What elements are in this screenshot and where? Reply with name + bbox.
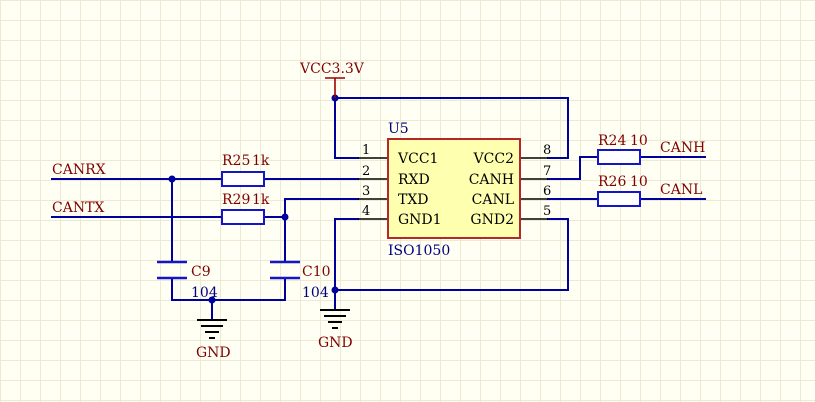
pin-number: 7 xyxy=(543,164,551,179)
chip-designator: U5 xyxy=(388,121,409,137)
chip-part-number: ISO1050 xyxy=(388,243,450,259)
ground-symbol-left: GND xyxy=(196,319,231,361)
wire-vcc xyxy=(334,97,569,159)
pin-name: RXD xyxy=(398,172,430,188)
gnd-right-label: GND xyxy=(318,335,353,351)
junction-dot xyxy=(331,286,339,294)
pin-name: VCC1 xyxy=(397,151,438,167)
r26-value: 10 xyxy=(630,174,648,190)
resistor-r29: R29 1k xyxy=(221,192,270,225)
pin-name: CANL xyxy=(472,192,514,208)
pin-name: GND1 xyxy=(398,212,442,228)
canrx-net-label: CANRX xyxy=(52,162,106,178)
c10-value: 104 xyxy=(302,285,329,301)
capacitor-c10: C10 104 xyxy=(270,260,331,301)
junction-dot xyxy=(208,296,216,304)
pin-number: 5 xyxy=(543,204,551,219)
r26-designator: R26 xyxy=(598,174,626,190)
gnd-left-label: GND xyxy=(196,345,231,361)
c9-designator: C9 xyxy=(191,264,211,280)
c9-value: 104 xyxy=(191,285,218,301)
junction-dot xyxy=(281,213,289,221)
wire-gnd1 xyxy=(334,218,359,311)
r29-designator: R29 xyxy=(222,192,250,208)
resistor-r26: R26 10 xyxy=(597,174,648,207)
ground-symbol-right: GND xyxy=(318,309,353,351)
r24-designator: R24 xyxy=(598,133,626,149)
canh-net-label: CANH xyxy=(660,140,705,156)
pin-name: CANH xyxy=(469,172,514,188)
r25-designator: R25 xyxy=(222,153,250,169)
chip-u5: U5 ISO1050 1 2 3 4 8 7 6 5 VCC1 RXD TXD … xyxy=(358,121,551,259)
wire-canh xyxy=(547,156,706,180)
cantx-net-label: CANTX xyxy=(52,200,104,216)
resistor-r24: R24 10 xyxy=(597,133,648,165)
canl-net-label: CANL xyxy=(660,182,702,198)
pin-name: VCC2 xyxy=(473,151,514,167)
pin-number: 8 xyxy=(543,143,551,158)
chip-body xyxy=(387,138,521,239)
r29-value: 1k xyxy=(252,192,270,208)
wire-gnd2 xyxy=(334,218,569,291)
resistor-r25: R25 1k xyxy=(221,153,270,187)
capacitor-c9: C9 104 xyxy=(157,260,218,301)
junction-dot xyxy=(168,175,176,183)
vcc-net-label: VCC3.3V xyxy=(299,61,365,77)
pin-number: 1 xyxy=(362,143,370,158)
pin-number: 2 xyxy=(362,164,370,179)
pin-number: 6 xyxy=(543,184,551,199)
pin-name: TXD xyxy=(398,192,429,208)
wires xyxy=(51,97,706,321)
pin-number: 3 xyxy=(362,184,370,199)
pin-number: 4 xyxy=(362,204,370,219)
vcc-power-symbol: VCC3.3V xyxy=(299,61,365,98)
r24-value: 10 xyxy=(630,133,648,149)
wire-cap-bottom xyxy=(171,299,286,321)
wire-cantx xyxy=(51,198,359,218)
r25-value: 1k xyxy=(252,153,270,169)
pin-name: GND2 xyxy=(470,212,514,228)
c10-designator: C10 xyxy=(302,264,331,280)
